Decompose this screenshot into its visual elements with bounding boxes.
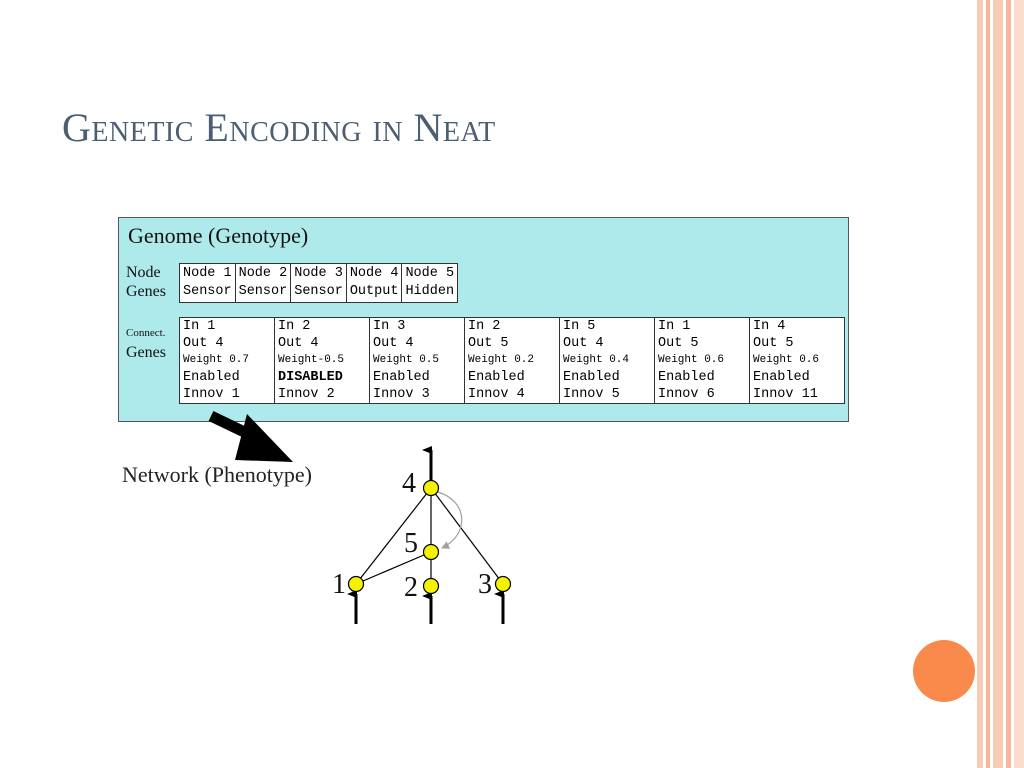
connection-gene: In 4 Out 5 Weight 0.6 Enabled Innov 11 — [749, 317, 845, 404]
network-node — [422, 479, 440, 497]
genome-title: Genome (Genotype) — [128, 223, 309, 248]
conn-in: In 2 — [468, 319, 501, 334]
node-gene: Node 2 Sensor — [234, 263, 292, 303]
node-type: Sensor — [183, 284, 232, 299]
conn-innov: Innov 11 — [753, 387, 818, 402]
conn-weight: Weight 0.2 — [468, 354, 535, 366]
conn-weight: Weight 0.7 — [183, 354, 250, 366]
node-label: 5 — [404, 528, 418, 559]
network-node — [422, 577, 440, 595]
network-diagram: 4 5 1 2 3 — [332, 446, 512, 624]
conn-status: DISABLED — [278, 370, 343, 385]
conn-weight: Weight 0.6 — [753, 354, 820, 366]
decor-stripe — [1006, 0, 1011, 768]
conn-out: Out 4 — [563, 336, 604, 351]
edge-1-5 — [355, 551, 432, 585]
network-label: Network (Phenotype) — [122, 462, 313, 487]
conn-weight: Weight 0.4 — [563, 354, 630, 366]
node-genes-label-line2: Genes — [126, 283, 166, 300]
conn-status: Enabled — [563, 370, 620, 385]
slide-title: Genetic Encoding in Neat — [62, 105, 496, 150]
decor-stripe — [993, 0, 1003, 768]
decor-stripe — [977, 0, 983, 768]
conn-out: Out 5 — [753, 336, 794, 351]
conn-status: Enabled — [753, 370, 810, 385]
conn-in: In 1 — [658, 319, 691, 334]
edge-3-4 — [430, 487, 504, 585]
conn-weight: Weight-0.5 — [278, 354, 345, 366]
node-gene: Node 3 Sensor — [290, 263, 347, 303]
node-genes-label: Node Genes — [126, 263, 166, 301]
node-label: 4 — [402, 468, 416, 499]
conn-innov: Innov 5 — [563, 387, 620, 402]
node-label: 2 — [404, 572, 418, 603]
node-gene: Node 5 Hidden — [401, 263, 459, 303]
network-node — [422, 543, 440, 561]
conn-innov: Innov 3 — [373, 387, 430, 402]
network-node — [347, 575, 365, 593]
conn-out: Out 4 — [373, 336, 414, 351]
conn-innov: Innov 6 — [658, 387, 715, 402]
genotype-to-phenotype-arrow-icon — [208, 411, 293, 462]
conn-out: Out 5 — [468, 336, 509, 351]
edge-1-4 — [355, 487, 432, 585]
node-id: Node 4 — [349, 266, 399, 281]
node-type: Output — [349, 284, 399, 299]
node-id: Node 1 — [183, 266, 232, 281]
node-type: Sensor — [238, 284, 288, 299]
conn-innov: Innov 1 — [183, 387, 240, 402]
conn-weight: Weight 0.6 — [658, 354, 725, 366]
decor-circle — [913, 640, 975, 702]
connection-gene: In 5 Out 4 Weight 0.4 Enabled Innov 5 — [559, 317, 655, 404]
edge-4-5-recurrent — [437, 491, 463, 549]
connect-genes-label-line1: Connect. — [126, 327, 166, 339]
connection-gene: In 1 Out 4 Weight 0.7 Enabled Innov 1 — [179, 317, 275, 404]
connection-genes-table: In 1 Out 4 Weight 0.7 Enabled Innov 1 In… — [179, 317, 845, 404]
conn-in: In 4 — [753, 319, 786, 334]
conn-in: In 5 — [563, 319, 596, 334]
conn-weight: Weight 0.5 — [373, 354, 440, 366]
connection-gene: In 3 Out 4 Weight 0.5 Enabled Innov 3 — [369, 317, 465, 404]
conn-in: In 3 — [373, 319, 406, 334]
connection-gene: In 2 Out 5 Weight 0.2 Enabled Innov 4 — [464, 317, 560, 404]
node-genes-table: Node 1 Sensor Node 2 Sensor Node 3 Sensor N… — [179, 263, 459, 303]
node-id: Node 5 — [405, 266, 455, 281]
node-label: 3 — [478, 569, 492, 600]
node-genes-label-line1: Node — [126, 264, 161, 281]
decor-stripe — [986, 0, 990, 768]
conn-status: Enabled — [183, 370, 240, 385]
connect-genes-label: Connect. Genes — [126, 322, 166, 362]
conn-out: Out 4 — [278, 336, 319, 351]
node-gene: Node 4 Output — [345, 263, 403, 303]
arrow-head — [235, 414, 293, 462]
node-id: Node 2 — [238, 266, 288, 281]
conn-in: In 2 — [278, 319, 311, 334]
conn-status: Enabled — [658, 370, 715, 385]
connect-genes-label-line2: Genes — [126, 344, 166, 361]
connection-genes-row: In 1 Out 4 Weight 0.7 Enabled Innov 1 In… — [179, 317, 845, 404]
conn-innov: Innov 2 — [278, 387, 335, 402]
node-id: Node 3 — [294, 266, 343, 281]
conn-out: Out 4 — [183, 336, 224, 351]
conn-innov: Innov 4 — [468, 387, 525, 402]
node-label: 1 — [332, 569, 346, 600]
node-type: Hidden — [405, 284, 455, 299]
conn-in: In 1 — [183, 319, 216, 334]
connection-gene: In 2 Out 4 Weight-0.5 DISABLED Innov 2 — [274, 317, 370, 404]
connection-gene: In 1 Out 5 Weight 0.6 Enabled Innov 6 — [654, 317, 750, 404]
node-type: Sensor — [294, 284, 343, 299]
conn-status: Enabled — [468, 370, 525, 385]
network-node — [494, 575, 512, 593]
node-gene: Node 1 Sensor — [179, 263, 236, 303]
decor-stripe — [1014, 0, 1024, 768]
conn-out: Out 5 — [658, 336, 699, 351]
conn-status: Enabled — [373, 370, 430, 385]
node-genes-row: Node 1 Sensor Node 2 Sensor Node 3 Sensor N… — [179, 263, 459, 303]
genome-box: Genome (Genotype) Node Genes Node 1 Senso… — [118, 217, 849, 422]
